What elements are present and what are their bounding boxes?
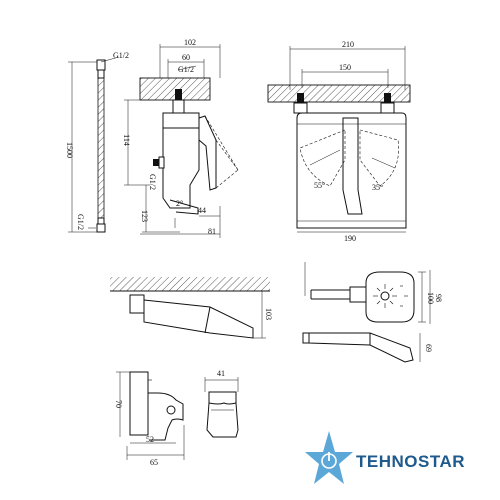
shower-handle-height-label: 69 xyxy=(424,344,433,352)
front-width-body-label: 190 xyxy=(344,234,356,243)
hand-shower-view xyxy=(302,262,431,363)
hose-thread-bottom-label: G1/2 xyxy=(76,214,85,230)
brand-name: TEHNOSTAR xyxy=(356,452,465,471)
hose-thread-top-label: G1/2 xyxy=(113,51,129,60)
front-width-centers-label: 150 xyxy=(339,63,351,72)
side-width-total-label: 102 xyxy=(184,38,196,47)
side-view xyxy=(124,44,239,238)
tehnostar-logo: TEHNOSTAR xyxy=(305,431,465,484)
hose-view xyxy=(68,56,120,233)
front-view xyxy=(267,46,411,233)
holder-width-front-label: 41 xyxy=(217,369,225,378)
spout-height-label: 103 xyxy=(264,308,273,320)
holder-view xyxy=(116,371,239,460)
front-angle-right-label: 35° xyxy=(372,183,383,192)
holder-width-total-label: 65 xyxy=(150,458,158,467)
side-depth-spout-label: 44 xyxy=(198,206,206,215)
side-height-label: 114 xyxy=(122,134,131,146)
holder-height-label: 70 xyxy=(114,400,123,408)
shower-height-outer-label: 100 xyxy=(426,292,435,304)
front-width-outer-label: 210 xyxy=(342,40,354,49)
front-angle-left-label: 55° xyxy=(314,181,325,190)
side-width-inner-label: 60 xyxy=(182,53,190,62)
side-thread-outlet-label: G1/2 xyxy=(148,174,157,190)
shower-head-nozzles xyxy=(373,284,408,308)
side-thread-top-label: G1/2 xyxy=(178,65,194,74)
spout-detail-view xyxy=(110,277,270,339)
hose-length-label: 1500 xyxy=(65,142,74,158)
side-depth-total-label: 81 xyxy=(208,227,216,236)
shower-height-inner-label: 98 xyxy=(434,294,443,302)
side-angle-label: 2° xyxy=(176,199,183,208)
side-height-lower-label: 123 xyxy=(140,210,149,222)
holder-depth-label: 52 xyxy=(146,435,154,444)
